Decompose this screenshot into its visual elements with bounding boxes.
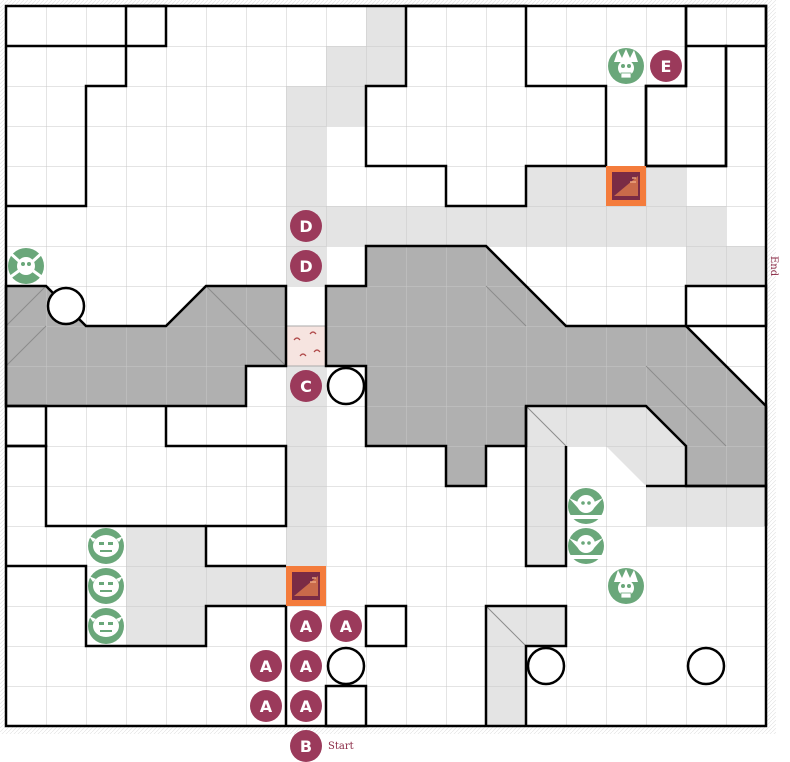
end-label: End — [768, 256, 779, 277]
pillar — [326, 646, 366, 686]
token-letter: A — [300, 697, 313, 716]
token-letter: A — [260, 657, 273, 676]
token-letter: B — [300, 737, 312, 756]
special-floor-tile — [285, 325, 327, 367]
skull-warrior-icon[interactable] — [608, 568, 644, 604]
token-d[interactable]: D — [290, 210, 322, 242]
token-a[interactable]: A — [330, 610, 362, 642]
orc-icon[interactable] — [88, 528, 124, 564]
monsters-layer — [7, 48, 644, 644]
token-a[interactable]: A — [250, 690, 282, 722]
token-letter: E — [661, 57, 672, 76]
start-label: Start — [328, 741, 354, 752]
token-c[interactable]: C — [290, 370, 322, 402]
token-letter: A — [300, 617, 313, 636]
traps-layer — [286, 166, 646, 606]
walls — [4, 4, 768, 728]
token-a[interactable]: A — [290, 690, 322, 722]
token-letter: D — [299, 217, 312, 236]
skull-warrior-icon[interactable] — [608, 48, 644, 84]
token-letter: A — [300, 657, 313, 676]
tokens-layer: A A A A A A B C D D E — [250, 50, 682, 762]
token-a[interactable]: A — [290, 610, 322, 642]
orc-icon[interactable] — [88, 568, 124, 604]
pillar — [526, 646, 566, 686]
trap-tile[interactable] — [286, 566, 326, 606]
spider-crab-icon[interactable] — [7, 248, 45, 284]
token-letter: C — [300, 377, 312, 396]
orc-icon[interactable] — [88, 608, 124, 644]
token-a[interactable]: A — [290, 650, 322, 682]
goblin-icon[interactable] — [568, 528, 604, 564]
token-letter: A — [260, 697, 273, 716]
pillar — [326, 366, 366, 406]
goblin-icon[interactable] — [568, 488, 604, 524]
token-letter: A — [340, 617, 353, 636]
pillar — [46, 286, 86, 326]
pillar — [686, 646, 726, 686]
token-b[interactable]: B — [290, 730, 322, 762]
trap-tile[interactable] — [606, 166, 646, 206]
pillars-layer — [46, 286, 726, 686]
token-e[interactable]: E — [650, 50, 682, 82]
token-d[interactable]: D — [290, 250, 322, 282]
token-letter: D — [299, 257, 312, 276]
token-a[interactable]: A — [250, 650, 282, 682]
